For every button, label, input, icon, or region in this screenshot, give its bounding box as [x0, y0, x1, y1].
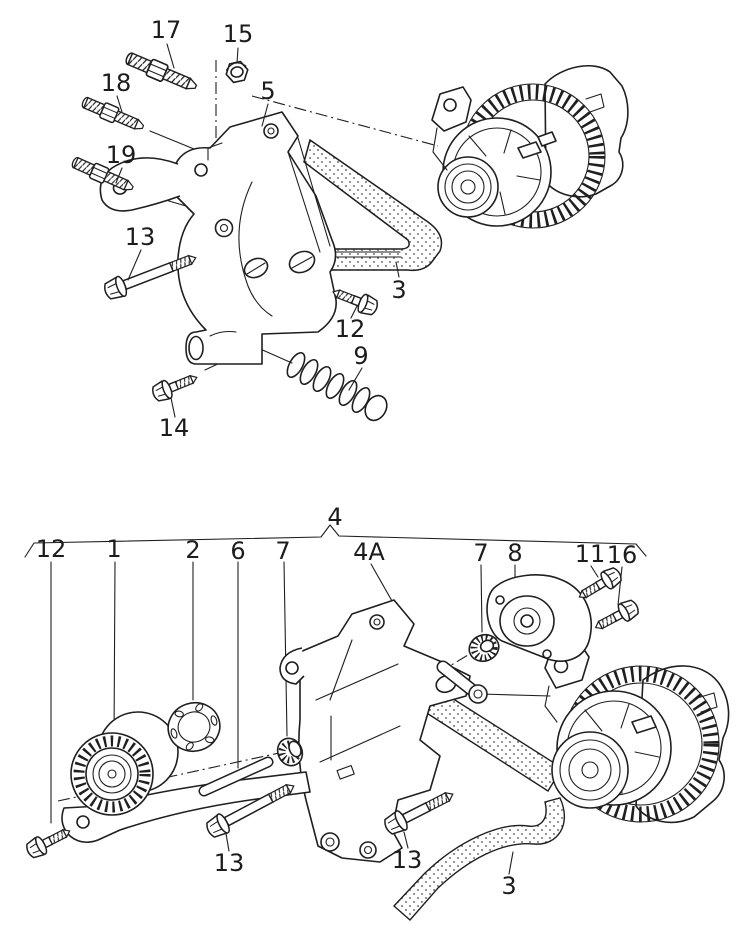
part-12-bolt-top: [328, 282, 381, 319]
callout-3-top: 3: [391, 276, 407, 304]
callout-7-right: 7: [473, 539, 489, 567]
part-4A-bracket: [279, 599, 471, 863]
callout-5: 5: [260, 77, 276, 105]
part-16-bolt: [590, 596, 642, 637]
callout-15: 15: [222, 20, 254, 48]
pivot-link: [436, 660, 488, 704]
callout-12-top: 12: [334, 315, 366, 343]
callout-18: 18: [100, 69, 132, 97]
callout-13-bottom-right: 13: [391, 846, 423, 874]
leader-lines-top: [115, 43, 400, 418]
part-3-belt-lower-run: [392, 797, 566, 921]
callout-4A: 4A: [353, 538, 385, 566]
callout-1: 1: [106, 535, 122, 563]
group-4-brace: [24, 524, 647, 558]
callout-8: 8: [507, 539, 523, 567]
part-7-bushing-right: [468, 633, 500, 663]
callout-3-bottom: 3: [501, 872, 517, 900]
part-17-stud: [122, 48, 201, 96]
callout-19: 19: [105, 141, 137, 169]
callout-16: 16: [606, 541, 638, 569]
callout-12-bottom: 12: [35, 535, 67, 563]
top-assembly: [69, 43, 629, 422]
callout-6: 6: [230, 537, 246, 565]
part-14-bolt: [149, 367, 202, 405]
part-9-spring: [286, 351, 388, 422]
callout-11: 11: [574, 540, 606, 568]
callout-13-bottom-left: 13: [213, 849, 245, 877]
part-18-stud: [79, 93, 147, 136]
part-15-nut: [207, 60, 249, 161]
leader-lines-bottom: [50, 561, 623, 875]
part-1-pulley: [70, 711, 179, 816]
callout-14: 14: [158, 414, 190, 442]
bottom-assembly: [23, 524, 730, 921]
callout-4-group: 4: [327, 503, 343, 531]
callout-13-top: 13: [124, 223, 156, 251]
callout-2: 2: [185, 536, 201, 564]
part-5-bracket: [99, 111, 337, 365]
callout-7-left: 7: [275, 537, 291, 565]
callout-17: 17: [150, 16, 182, 44]
part-6-stud-rod: [198, 756, 274, 797]
alternator-top: [431, 64, 629, 229]
part-8-damper: [486, 574, 592, 662]
part-2-retaining-disc: [167, 702, 221, 752]
callout-9: 9: [353, 342, 369, 370]
tensioner-arm: [61, 771, 311, 844]
alternator-bottom: [544, 641, 730, 824]
part-3-belt-upper-run: [421, 687, 563, 792]
part-7-bushing-left: [276, 737, 304, 767]
